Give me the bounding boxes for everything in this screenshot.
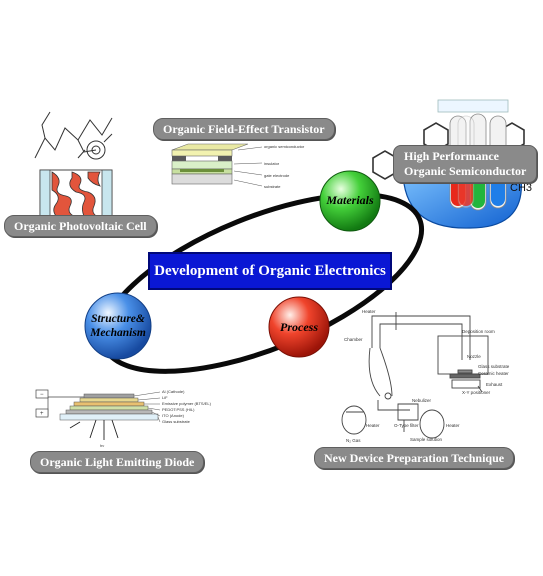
ofet-illustration	[171, 143, 263, 187]
apparatus-xy-positioner-label: X-Y positioner	[462, 390, 491, 395]
apparatus-nebulizer-label: Nebulizer	[412, 398, 432, 403]
apparatus-sample-solution-label: Sample solution	[410, 437, 443, 442]
oled-emissive-label: Emissive polymer (BTS/EL)	[162, 401, 212, 406]
ofet-semiconductor-label: organic semiconductor	[264, 144, 305, 149]
ofet-gate-electrode-label: gate electrode	[264, 173, 290, 178]
process-label: Process	[280, 320, 318, 334]
oled-plus-label: +	[40, 411, 44, 417]
center-title[interactable]: Development of Organic Electronics	[148, 252, 392, 290]
structure-mechanism-node[interactable]	[84, 292, 152, 360]
apparatus-chamber-label: Chamber	[344, 337, 363, 342]
ofet-pill[interactable]: Organic Field-Effect Transistor	[153, 118, 335, 140]
materials-node[interactable]	[319, 170, 381, 232]
semiconductor-pill[interactable]: High Performance Organic Semiconductor	[393, 145, 538, 183]
oled-ito-label: ITO (Anode)	[162, 413, 185, 418]
apparatus-filter-label: O-Type filter	[394, 423, 419, 428]
apparatus-exhaust-label: Exhaust	[486, 382, 503, 387]
ofet-substrate-label: substrate	[264, 184, 281, 189]
semiconductor-pill-line1: High Performance	[404, 149, 499, 163]
structure-label-line2: Mechanism	[90, 327, 146, 339]
ofet-insulator-label: insulator	[264, 161, 280, 166]
opv-pill[interactable]: Organic Photovoltaic Cell	[4, 215, 157, 237]
apparatus-nozzle-label: Nozzle	[467, 354, 481, 359]
apparatus-ceramic-heater-label: Ceramic heater	[478, 371, 509, 376]
device-prep-pill[interactable]: New Device Preparation Technique	[314, 447, 515, 469]
oled-hv-label: hν	[100, 443, 104, 448]
apparatus-deposition-room-label: Deposition room	[462, 329, 495, 334]
apparatus-n2-gas-label: N₂ Gas	[346, 438, 361, 443]
oled-cathode-label: Al (Cathode)	[162, 389, 185, 394]
structure-mechanism-label: Structure& Mechanism	[80, 312, 156, 340]
deposition-apparatus-illustration	[341, 312, 489, 439]
apparatus-heater-top-label: Heater	[362, 309, 376, 314]
oled-pedot-label: PEDOT:PSS (HIL)	[162, 407, 195, 412]
semiconductor-pill-line2: Organic Semiconductor	[404, 164, 527, 178]
structure-label-line1: Structure&	[91, 313, 145, 325]
apparatus-heater-left-label: Heater	[366, 423, 380, 428]
oled-glass-label: Glass substrate	[162, 419, 191, 424]
chem-ch3-label: CH3	[510, 182, 532, 194]
process-node[interactable]	[268, 296, 330, 358]
apparatus-glass-substrate-label: Glass substrate	[478, 364, 510, 369]
opv-cell-illustration	[34, 111, 113, 223]
oled-minus-label: −	[40, 392, 44, 398]
oled-pill[interactable]: Organic Light Emitting Diode	[30, 451, 205, 473]
materials-label: Materials	[326, 193, 374, 207]
oled-illustration	[35, 389, 161, 440]
oled-lif-label: LiF	[162, 395, 168, 400]
apparatus-heater-right-label: Heater	[446, 423, 460, 428]
